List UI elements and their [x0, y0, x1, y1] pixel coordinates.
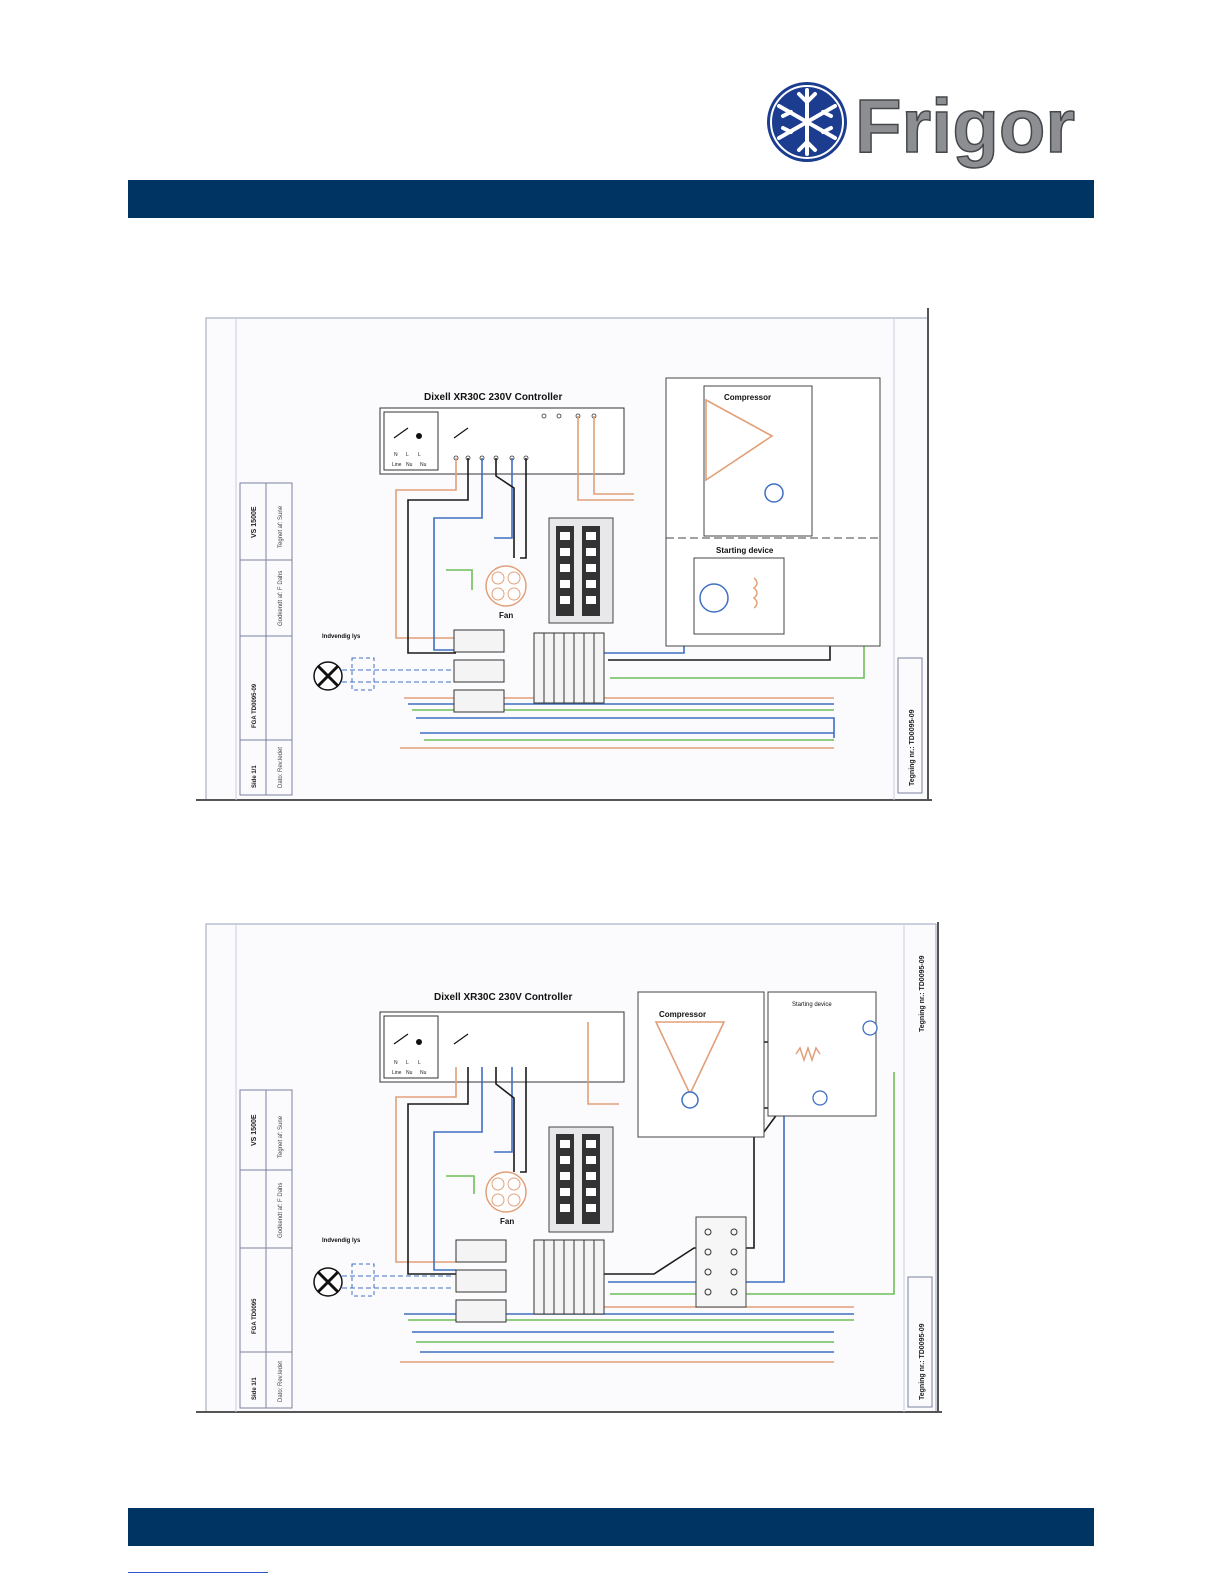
controller-box: [379, 1011, 625, 1083]
line-label: Nu: [406, 462, 413, 468]
frigor-logo: Frigor: [767, 82, 1076, 170]
terminal-label: L: [418, 1060, 421, 1066]
controller-title: Dixell XR30C 230V Controller: [424, 392, 562, 403]
title-block-date: Dato: Rev.ledet: [278, 747, 284, 788]
title-block-doc: FGA TD0095-09: [252, 683, 258, 728]
compressor-windings: [705, 398, 774, 482]
compressor-label: Compressor: [724, 393, 771, 402]
switch-panel: [548, 1126, 614, 1233]
light-label: Indvendig lys: [322, 1238, 361, 1244]
fan-icon: [485, 565, 527, 607]
title-block-page: Side 1/1: [252, 1377, 258, 1400]
footer-link-underline: [128, 1572, 268, 1573]
starting-device-label: Starting device: [716, 546, 774, 555]
fan-label: Fan: [500, 1217, 514, 1226]
terminal-label: N: [394, 452, 398, 458]
terminal-strip: [533, 1239, 605, 1315]
drawing-number: Tegning nr.: TD0095-09: [919, 1323, 926, 1400]
title-block-model: VS 1500E: [251, 506, 258, 538]
fan-icon: [485, 1171, 527, 1213]
controller-title: Dixell XR30C 230V Controller: [434, 992, 572, 1003]
title-block: VS 1500E Tegnet af: Sune Godkendt af: F …: [239, 482, 293, 796]
snowflake-globe-icon: [767, 82, 847, 162]
connector-blocks: [453, 629, 505, 713]
lamp-icon: [313, 661, 343, 691]
title-block: VS 1500E Tegnet af: Sune Godkendt af: F …: [239, 1089, 293, 1409]
terminal-label: L: [406, 452, 409, 458]
drawing-number: Tegning nr.: TD0095-09: [909, 709, 916, 786]
title-block-approved: Godkendt af: F Dahs: [278, 571, 284, 626]
line-label: Line: [392, 462, 402, 468]
title-block-approved: Godkendt af: F Dahs: [278, 1183, 284, 1238]
line-label: Nu: [420, 1070, 427, 1076]
line-label: Nu: [406, 1070, 413, 1076]
title-block-page: Side 1/1: [252, 765, 258, 788]
footer-band: [128, 1508, 1094, 1546]
starting-device-label: Starting device: [792, 1002, 832, 1008]
terminal-strip: [533, 632, 605, 704]
light-label: Indvendig lys: [322, 634, 361, 640]
connector-blocks: [455, 1239, 507, 1323]
relay-module: [695, 1216, 747, 1308]
switch-panel: [548, 517, 614, 624]
compressor-windings: [654, 1021, 726, 1096]
wiring-diagram-sheet-2: VS 1500E Tegnet af: Sune Godkendt af: F …: [196, 922, 942, 1413]
line-label: Nu: [420, 462, 427, 468]
brand-name: Frigor: [855, 84, 1075, 169]
terminal-label: L: [406, 1060, 409, 1066]
controller-box: [379, 407, 625, 475]
terminal-label: N: [394, 1060, 398, 1066]
header-band: [128, 180, 1094, 218]
drawing-number-top: Tegning nr.: TD0095-09: [919, 955, 926, 1032]
terminal-label: L: [418, 452, 421, 458]
lamp-icon: [313, 1267, 343, 1297]
title-block-model: VS 1500E: [251, 1114, 258, 1146]
title-block-date: Dato: Rev.ledet: [278, 1361, 284, 1402]
title-block-doc: FGA TD0095: [252, 1298, 258, 1334]
line-label: Line: [392, 1070, 402, 1076]
wiring-diagram-sheet-1: VS 1500E Tegnet af: Sune Godkendt af: F …: [196, 308, 932, 801]
title-block-drawn-by: Tegnet af: Sune: [278, 1115, 284, 1158]
compressor-label: Compressor: [659, 1010, 706, 1019]
fan-label: Fan: [499, 611, 513, 620]
title-block-drawn-by: Tegnet af: Sune: [278, 505, 284, 548]
